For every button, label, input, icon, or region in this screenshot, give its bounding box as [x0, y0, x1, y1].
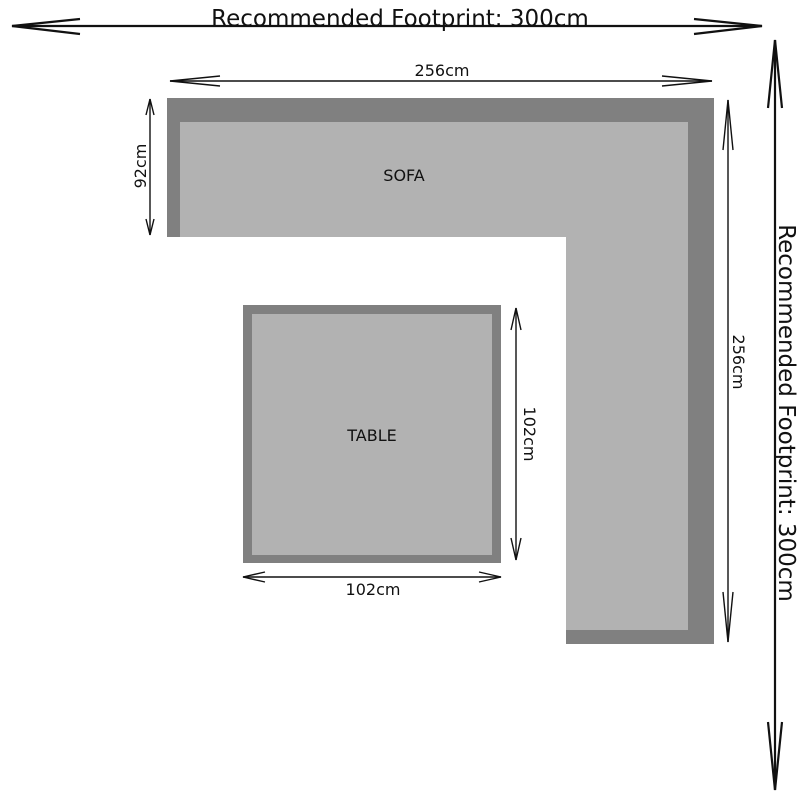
sofa-cushion — [180, 122, 688, 630]
table-width-label: 102cm — [346, 580, 401, 599]
footprint-horizontal-arrow — [11, 17, 763, 36]
sofa-arm-depth-arrow — [145, 98, 155, 236]
sofa-arm-depth-label: 92cm — [131, 144, 150, 189]
sofa-label: SOFA — [383, 166, 424, 185]
table-top — [252, 314, 492, 555]
sofa-width-label: 256cm — [415, 61, 470, 80]
sofa-width-arrow — [169, 75, 713, 87]
table-width-arrow — [242, 571, 502, 583]
sofa-depth-arrow — [722, 99, 734, 643]
sofa-depth-label: 256cm — [729, 335, 748, 390]
footprint-horizontal-label: Recommended Footprint: 300cm — [211, 6, 589, 32]
table-depth-label: 102cm — [520, 407, 539, 462]
table-label: TABLE — [346, 426, 396, 445]
table-depth-arrow — [510, 307, 522, 561]
footprint-vertical-label: Recommended Footprint: 300cm — [773, 224, 799, 602]
footprint-vertical-arrow — [766, 39, 784, 791]
